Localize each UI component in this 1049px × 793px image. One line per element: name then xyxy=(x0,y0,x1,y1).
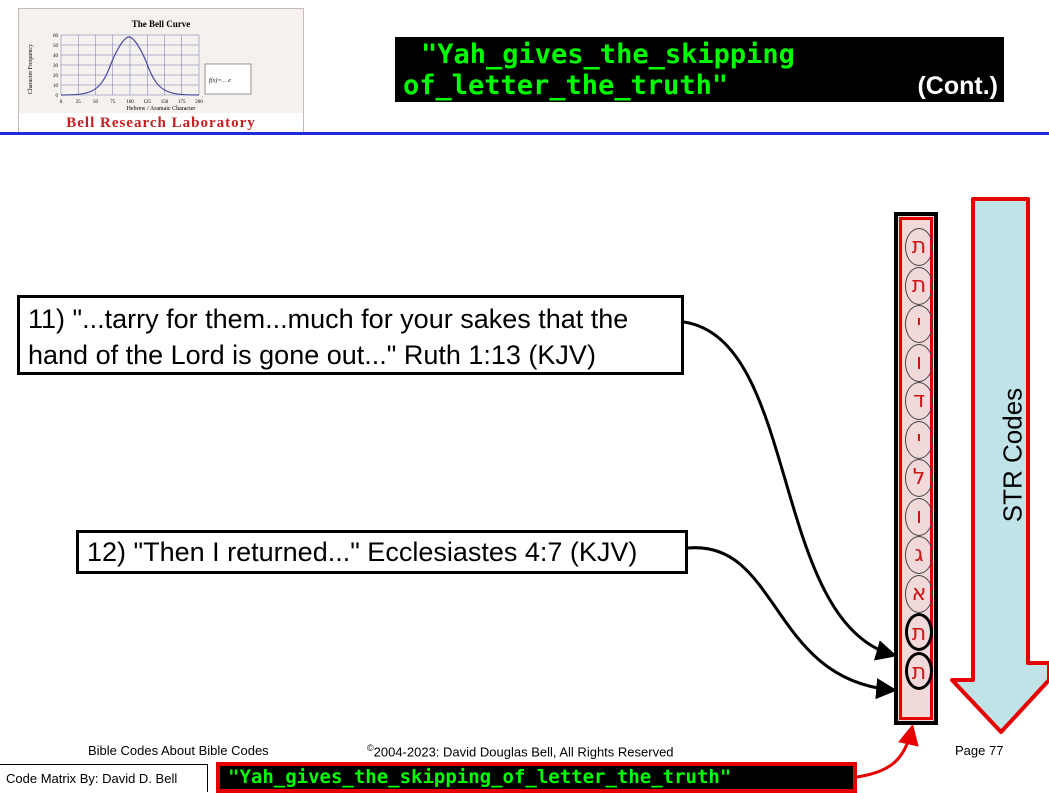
logo-x-ticks: 0 25 50 75 100 125 150 175 200 xyxy=(60,100,204,105)
title-suffix: (Cont.) xyxy=(917,72,998,100)
logo-x-tick: 175 xyxy=(178,100,186,105)
connector-code-string-arrow xyxy=(856,723,919,779)
verse-box-12: 12) "Then I returned..." Ecclesiastes 4:… xyxy=(76,530,688,574)
hebrew-letter: ג xyxy=(905,536,933,574)
hebrew-letter: ת xyxy=(905,228,933,266)
logo-x-tick: 50 xyxy=(93,100,99,105)
logo-x-tick: 100 xyxy=(126,100,134,105)
logo-grid xyxy=(60,34,200,96)
hebrew-letter: ו xyxy=(905,497,933,536)
hebrew-letter: ל xyxy=(905,459,933,497)
hebrew-letter: ת xyxy=(905,651,933,690)
footer-copyright: ©2004-2023: David Douglas Bell, All Righ… xyxy=(367,743,674,759)
logo-y-axis-label: Character Frequency xyxy=(28,44,34,94)
slide-title: "Yah_gives_the_skipping of_letter_the_tr… xyxy=(395,37,1004,102)
hebrew-letter: י xyxy=(905,305,933,343)
verse-box-11: 11) "...tarry for them...much for your s… xyxy=(17,295,684,375)
logo-y-tick: 50 xyxy=(53,44,59,49)
logo-y-tick: 30 xyxy=(53,64,59,69)
logo-y-tick: 10 xyxy=(53,84,59,89)
hebrew-letter: ד xyxy=(905,382,933,420)
copyright-text: 2004-2023: David Douglas Bell, All Right… xyxy=(373,744,674,760)
logo-x-tick: 150 xyxy=(161,100,169,105)
hebrew-letter: ת xyxy=(905,613,933,651)
logo-chart-title: The Bell Curve xyxy=(132,19,191,29)
logo-x-tick: 200 xyxy=(195,100,203,105)
footer-code-string: "Yah_gives_the_skipping_of_letter_the_tr… xyxy=(216,762,857,793)
logo-x-axis-label: Hebrew / Aramaic Character xyxy=(127,106,196,112)
hebrew-letter: ו xyxy=(905,343,933,382)
hebrew-letter: ת xyxy=(905,266,933,305)
logo-x-tick: 125 xyxy=(144,100,152,105)
hebrew-letter: י xyxy=(905,420,933,459)
verse-11-line-2: hand of the Lord is gone out..." Ruth 1:… xyxy=(28,340,596,370)
bell-research-logo: The Bell Curve Character Frequency 60 50 4… xyxy=(18,8,304,134)
connector-verse-11-arrow xyxy=(683,320,898,661)
logo-bell-curve xyxy=(60,36,200,96)
logo-y-tick: 40 xyxy=(53,54,59,59)
str-codes-label: STR Codes xyxy=(997,387,1028,523)
connector-verse-12-arrow xyxy=(687,546,898,700)
verse-11-line-1: 11) "...tarry for them...much for your s… xyxy=(28,304,629,334)
logo-band: Bell Research Laboratory xyxy=(19,113,303,133)
logo-lab-name: Bell Research Laboratory xyxy=(66,114,256,131)
title-line-1: "Yah_gives_the_skipping xyxy=(421,39,795,70)
footer-author: Code Matrix By: David D. Bell xyxy=(0,764,208,792)
footer-left-text: Bible Codes About Bible Codes xyxy=(88,743,269,758)
title-line-2: of_letter_the_truth" xyxy=(403,70,729,101)
logo-x-tick: 0 xyxy=(60,100,63,105)
logo-y-tick: 60 xyxy=(53,34,59,39)
verse-12-text: 12) "Then I returned..." Ecclesiastes 4:… xyxy=(87,537,638,567)
logo-y-tick: 20 xyxy=(53,74,59,79)
copyright-symbol: © xyxy=(367,743,374,753)
logo-formula-box xyxy=(204,63,252,95)
header-divider xyxy=(0,132,1049,135)
logo-formula: f(x)=… e xyxy=(209,77,231,84)
logo-y-tick: 0 xyxy=(56,94,59,99)
str-codes-down-arrow xyxy=(950,197,1049,734)
logo-chart: The Bell Curve Character Frequency 60 50 4… xyxy=(28,19,252,112)
page-number: Page 77 xyxy=(955,743,1004,758)
logo-x-tick: 75 xyxy=(110,100,116,105)
logo-x-tick: 25 xyxy=(76,100,82,105)
hebrew-letter: א xyxy=(905,574,933,613)
logo-y-ticks: 60 50 40 30 20 10 0 xyxy=(53,34,59,99)
